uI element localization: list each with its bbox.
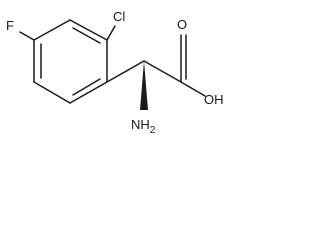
ring-bond-3 (69, 81, 108, 104)
atom-carbonyl-oxygen: O (177, 17, 187, 32)
atom-hydroxyl: OH (204, 92, 224, 107)
ring-double-bond-1 (72, 27, 101, 44)
ring-double-bond-2 (72, 78, 101, 96)
bond-ring-alpha (106, 60, 145, 83)
bond-alpha-carboxyl (143, 60, 182, 83)
structure-diagram: F Cl O OH NH2 (6, 9, 224, 136)
ring-bond-1 (69, 19, 108, 41)
bond-c-oh (180, 81, 206, 97)
amine-main-text: NH (131, 117, 150, 132)
atom-fluorine: F (6, 18, 14, 33)
amine-subscript: 2 (150, 125, 156, 136)
atom-chlorine: Cl (113, 9, 125, 24)
benzene-ring (33, 19, 108, 104)
ring-bond-6 (33, 19, 71, 41)
bond-c-cl (106, 25, 116, 41)
wedge-bond-amine (140, 61, 148, 110)
bond-c-f (19, 31, 35, 41)
ring-bond-4 (33, 81, 71, 104)
atom-amine: NH2 (131, 117, 156, 136)
